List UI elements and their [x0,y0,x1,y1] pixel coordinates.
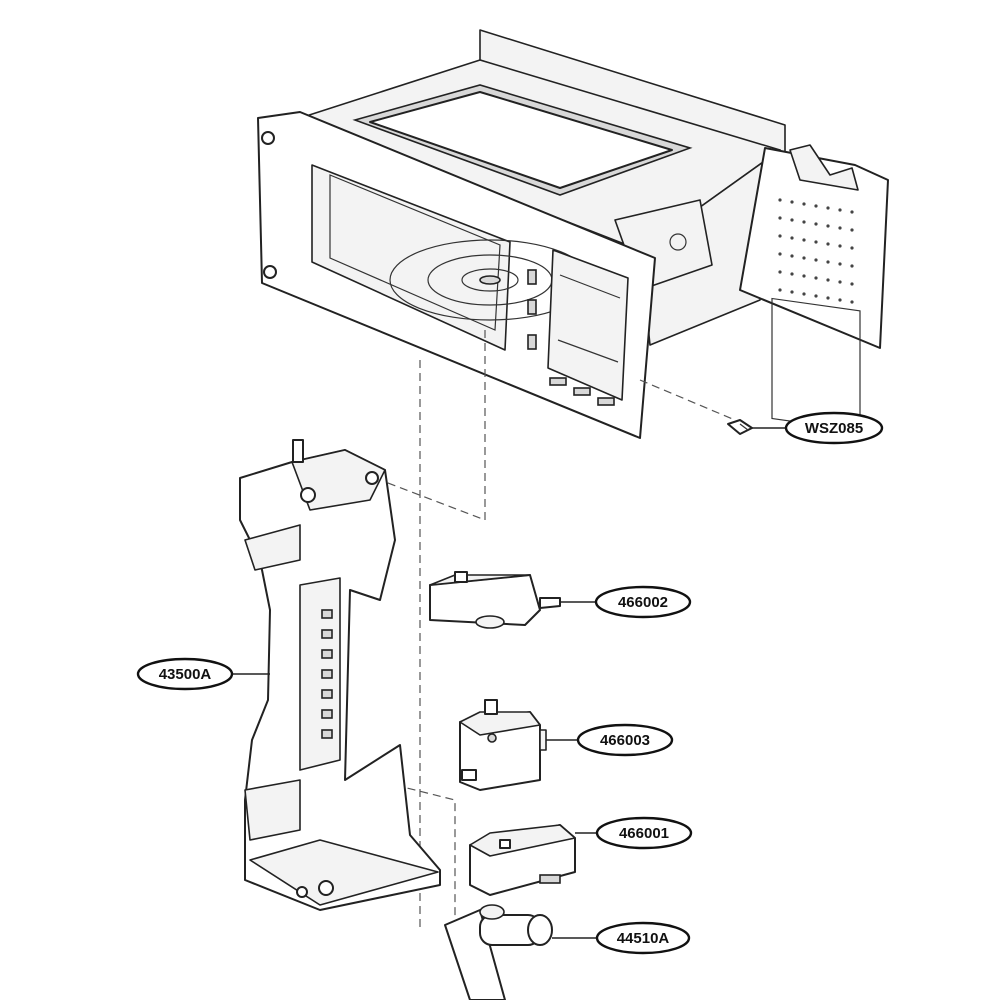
callout-44510a: 44510A [595,921,691,955]
callout-43500a: 43500A [136,657,234,691]
switch-466001-part [469,824,576,896]
callout-label: WSZ085 [805,420,863,437]
callout-label: 44510A [617,930,670,947]
callout-466002: 466002 [594,585,692,619]
callout-466003: 466003 [576,723,674,757]
lever-44510a-part [444,904,553,1000]
callout-label: 43500A [159,666,212,683]
latch-board-part [239,439,441,911]
assembly-guide-lines [379,330,736,945]
switch-466002-part [429,571,561,629]
latch-teeth [321,609,333,739]
microwave-cavity-assembly [257,29,889,439]
callout-wsz085: WSZ085 [784,411,884,445]
callout-label: 466002 [618,594,668,611]
callout-466001: 466001 [595,816,693,850]
screw-part [727,419,753,435]
leader-lines [232,427,786,939]
callout-label: 466001 [619,825,669,842]
vent-holes [778,198,854,304]
callout-label: 466003 [600,732,650,749]
switch-466003-part [459,699,547,791]
